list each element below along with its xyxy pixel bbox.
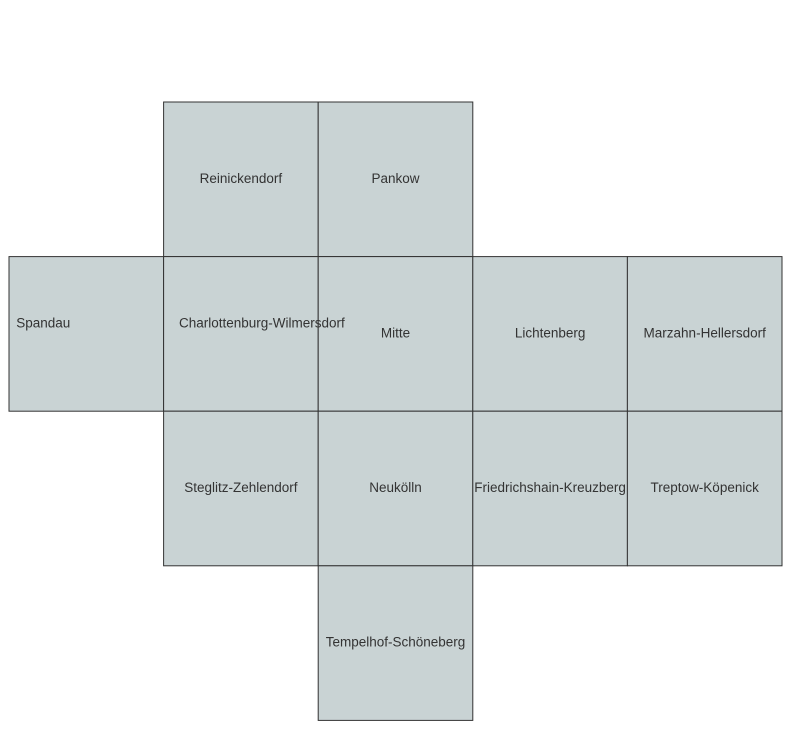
label-pankow: Pankow (371, 171, 419, 186)
tile-friedrichshain-kreuzberg (472, 410, 628, 567)
label-steglitz-zehlendorf: Steglitz-Zehlendorf (184, 480, 298, 495)
label-mitte: Mitte (381, 325, 410, 340)
label-marzahn-hellersdorf: Marzahn-Hellersdorf (644, 325, 767, 340)
tile-mitte (317, 256, 474, 412)
tile-spandau (8, 256, 165, 412)
tile-reinickendorf (163, 101, 319, 258)
tile-marzahn-hellersdorf (626, 256, 783, 412)
tile-charlottenburg-wilmersdorf (163, 256, 319, 412)
label-friedrichshain-kreuzberg: Friedrichshain-Kreuzberg (474, 480, 626, 495)
label-lichtenberg: Lichtenberg (515, 325, 586, 340)
tile-lichtenberg (472, 256, 628, 412)
tile-treptow-kopenick (626, 410, 783, 567)
tile-tempelhof-schoneberg (317, 565, 474, 721)
label-reinickendorf: Reinickendorf (200, 171, 283, 186)
label-charlottenburg-wilmersdorf: Charlottenburg-Wilmersdorf (179, 315, 345, 330)
label-spandau: Spandau (16, 315, 70, 330)
label-treptow-kopenick: Treptow-Köpenick (651, 480, 760, 495)
tile-neukolln (317, 410, 474, 567)
label-neukolln: Neukölln (369, 480, 422, 495)
tile-steglitz-zehlendorf (163, 410, 319, 567)
tile-pankow (317, 101, 474, 258)
district-tiles (8, 101, 783, 721)
label-tempelhof-schoneberg: Tempelhof-Schöneberg (326, 635, 466, 650)
